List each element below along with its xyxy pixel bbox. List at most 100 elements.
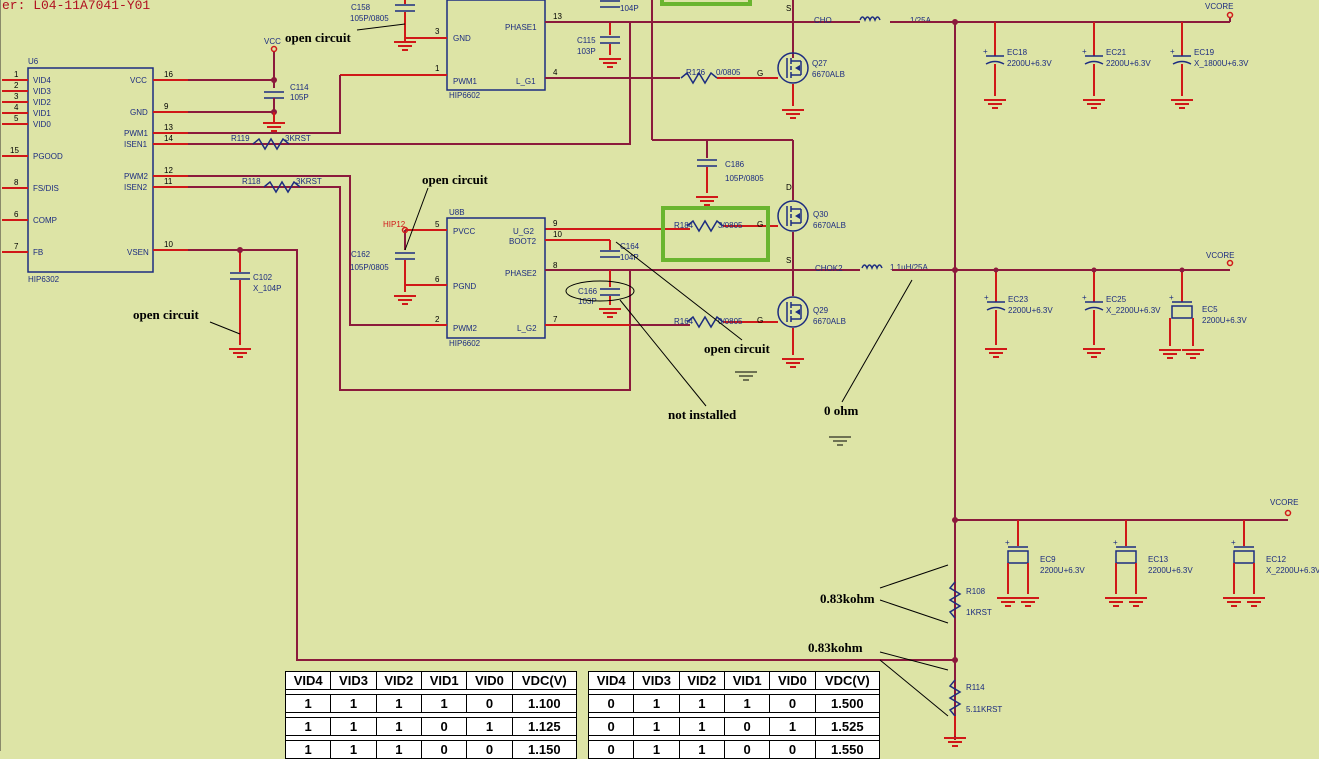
svg-text:2200U+6.3V: 2200U+6.3V [1007,59,1052,68]
svg-text:EC13: EC13 [1148,555,1169,564]
svg-text:EC5: EC5 [1202,305,1218,314]
svg-text:103P: 103P [577,47,596,56]
svg-text:1/25A: 1/25A [910,16,932,25]
svg-text:FS/DIS: FS/DIS [33,184,59,193]
svg-text:3: 3 [14,92,19,101]
svg-text:0/0805: 0/0805 [718,317,743,326]
table-cell: 1 [330,694,377,713]
table-cell: 0 [587,740,635,759]
note-open-circuit-4: open circuit [704,341,771,356]
svg-text:R118: R118 [242,177,261,186]
svg-text:R119: R119 [231,134,250,143]
table-cell: 1 [678,740,725,759]
svg-text:ISEN2: ISEN2 [124,183,148,192]
svg-text:X_2200U+6.3V: X_2200U+6.3V [1266,566,1319,575]
svg-text:5: 5 [14,114,19,123]
svg-text:C162: C162 [351,250,371,259]
svg-text:10: 10 [553,230,562,239]
table-cell: 1 [633,717,680,736]
drawing-title-fragment: er: L04-11A7041-Y01 [2,0,150,13]
table-cell: 1 [769,717,816,736]
svg-text:CHO: CHO [814,16,832,25]
table-cell: 0 [769,694,816,713]
svg-text:1.1uH/25A: 1.1uH/25A [890,263,928,272]
highlight-r184 [661,206,770,262]
svg-text:EC25: EC25 [1106,295,1127,304]
svg-text:10: 10 [164,240,173,249]
svg-text:VID0: VID0 [33,120,51,129]
svg-text:HIP6602: HIP6602 [449,91,481,100]
table-cell: 1.150 [511,740,578,759]
svg-text:BOOT2: BOOT2 [509,237,537,246]
svg-text:5: 5 [435,220,440,229]
svg-text:2200U+6.3V: 2200U+6.3V [1202,316,1247,325]
c166-circle-marker [565,280,635,302]
svg-text:FB: FB [33,248,43,257]
svg-text:C158: C158 [351,3,371,12]
svg-text:6670ALB: 6670ALB [813,317,846,326]
table-cell: 1 [466,717,513,736]
svg-text:VCC: VCC [130,76,147,85]
svg-text:VID2: VID2 [33,98,51,107]
vcc-label: VCC [264,37,281,46]
c115-capacitor: C115 103P [577,22,622,68]
svg-text:105P: 105P [290,93,309,102]
table-cell: 0 [420,717,468,736]
svg-text:2: 2 [435,315,440,324]
svg-text:L_G1: L_G1 [516,77,536,86]
svg-text:3/0805: 3/0805 [718,221,743,230]
table-cell: 1 [633,740,680,759]
svg-text:103P: 103P [578,297,597,306]
chok2-inductor: CHOK2 1.1uH/25A [815,263,928,273]
svg-text:105P/0805: 105P/0805 [350,263,389,272]
svg-text:PHASE2: PHASE2 [505,269,537,278]
svg-text:ISEN1: ISEN1 [124,140,148,149]
svg-text:R126: R126 [686,68,706,77]
note-r108-measure: 0.83kohm [820,591,875,606]
svg-text:C114: C114 [290,83,309,92]
note-not-installed: not installed [668,407,737,422]
svg-text:EC9: EC9 [1040,555,1056,564]
vid-table-right-header: VID4 VID3 VID2 VID1 VID0 VDC(V) [587,671,881,690]
svg-text:4: 4 [14,103,19,112]
svg-text:0/0805: 0/0805 [716,68,741,77]
svg-text:PWM1: PWM1 [453,77,478,86]
r114-resistor: R114 5.11KRST [949,679,1002,717]
svg-text:HIP6602: HIP6602 [449,339,481,348]
c-top-104p: 104P [599,0,639,13]
table-cell: 1.100 [511,694,578,713]
svg-text:VID4: VID4 [33,76,51,85]
svg-text:CHOK2: CHOK2 [815,264,843,273]
svg-text:6670ALB: 6670ALB [813,221,846,230]
svg-text:GND: GND [130,108,148,117]
svg-text:2200U+6.3V: 2200U+6.3V [1148,566,1193,575]
highlight-top [660,0,752,6]
table-cell: 0 [466,740,513,759]
svg-text:G: G [757,316,763,325]
table-cell: 1 [330,717,377,736]
r119-resistor: R119 3KRST [231,134,311,150]
c186-capacitor: C186 105P/0805 [695,159,764,206]
svg-text:X_2200U+6.3V: X_2200U+6.3V [1106,306,1161,315]
u6-part: HIP6302 [28,275,60,284]
svg-text:1: 1 [14,70,19,79]
svg-text:C166: C166 [578,287,598,296]
table-cell: 1 [375,717,422,736]
svg-text:3: 3 [435,27,440,36]
svg-text:105P/0805: 105P/0805 [725,174,764,183]
table-cell: 0 [466,694,513,713]
svg-text:Q29: Q29 [813,306,829,315]
svg-text:EC23: EC23 [1008,295,1029,304]
svg-text:R184: R184 [674,221,694,230]
svg-text:EC19: EC19 [1194,48,1215,57]
note-zero-ohm: 0 ohm [824,403,858,418]
table-cell: 1 [678,717,725,736]
